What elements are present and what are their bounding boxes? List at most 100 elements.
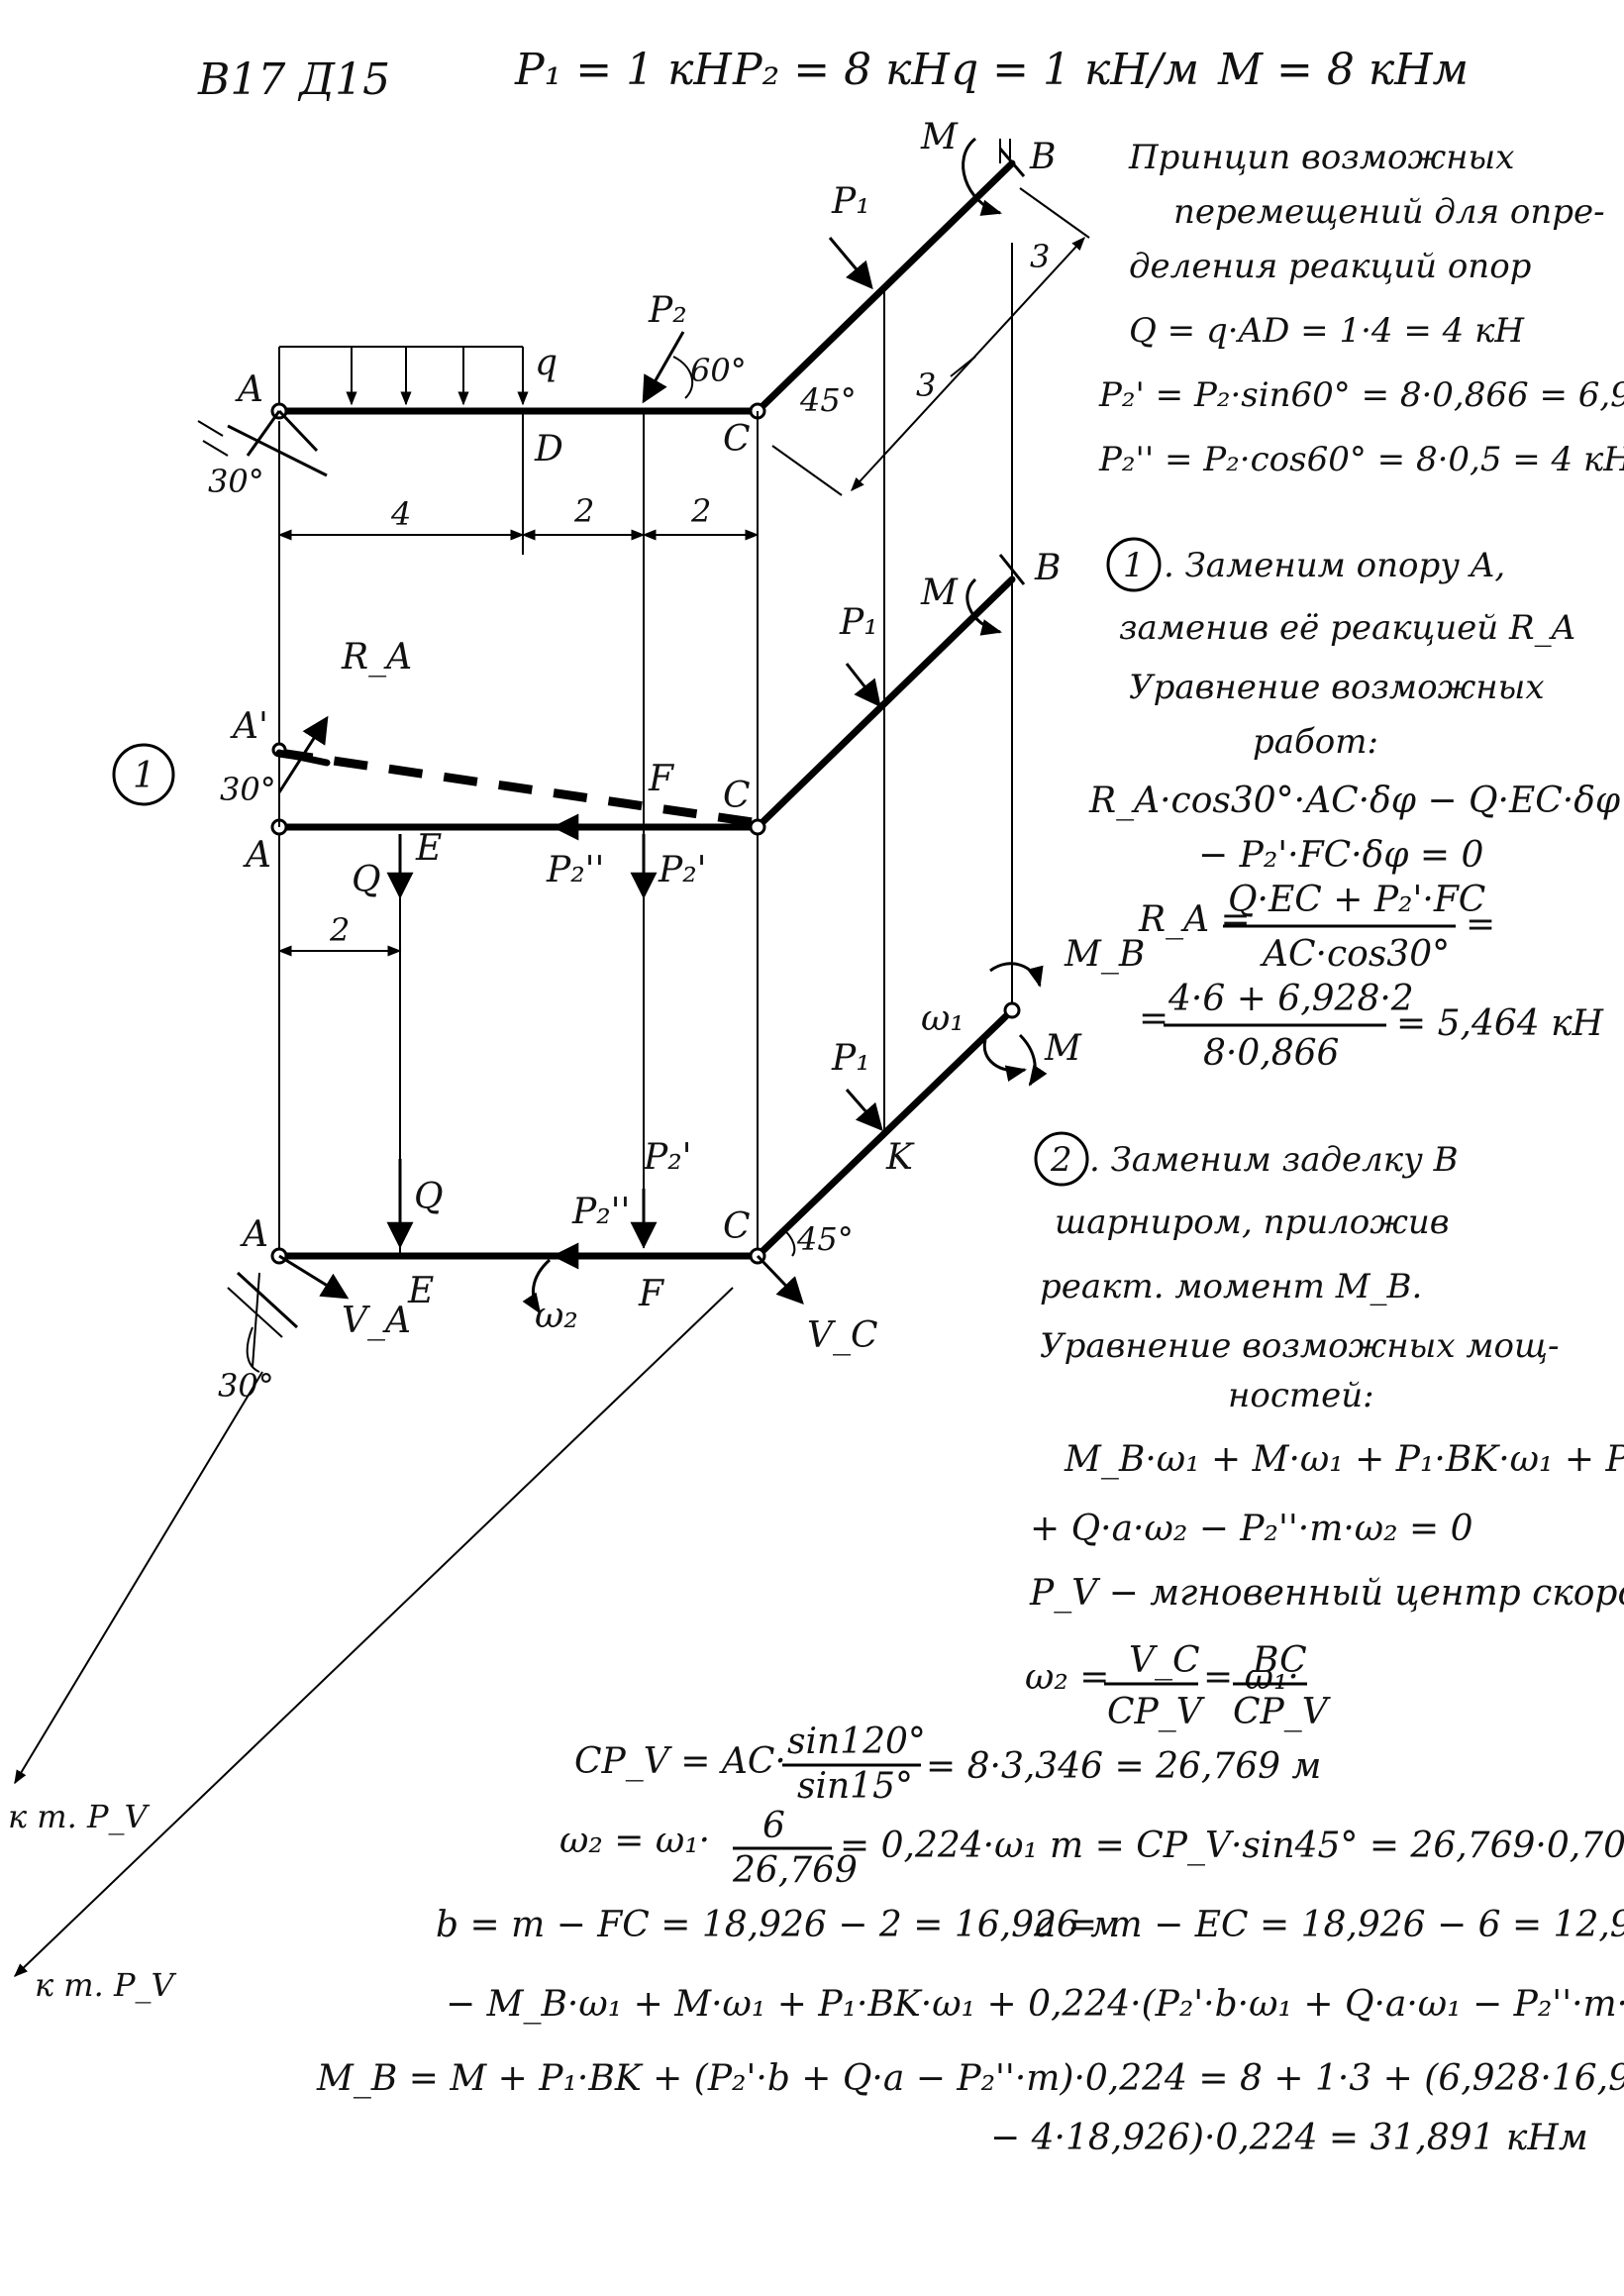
step-1-line-4: работ: <box>1253 722 1378 762</box>
step-1-number: 1 <box>1123 546 1145 585</box>
force-p1-case-2 <box>845 1089 883 1132</box>
w2-numerator: V_C <box>1129 1640 1200 1681</box>
w2-middle: = ω₁· <box>1203 1657 1299 1698</box>
angle-45-label: 45° <box>799 381 857 419</box>
force-p1-case-1 <box>845 663 881 708</box>
a-distance: a = m − EC = 18,926 − 6 = 12,926 м <box>1035 1905 1624 1945</box>
label-f-case-2: F <box>638 1274 665 1314</box>
case-1-number: 1 <box>133 756 155 796</box>
label-p2pp-case-2: P₂'' <box>571 1192 630 1232</box>
w2-ratio-numerator: 6 <box>762 1806 785 1846</box>
step-1-line-3: Уравнение возможных <box>1129 668 1545 707</box>
dim-df: 2 <box>573 492 594 530</box>
label-p2pp-case-1: P₂'' <box>546 850 604 890</box>
step-1-line-2: заменив её реакцией R_A <box>1119 608 1575 648</box>
angle-60-arc <box>672 356 694 399</box>
label-p1-case-2: P₁ <box>831 1038 870 1079</box>
dim-fc: 2 <box>690 492 711 530</box>
line-to-pv-1 <box>14 1371 263 1785</box>
label-w2: ω₂ <box>535 1296 578 1336</box>
support-a: 30° <box>197 409 328 500</box>
m-distance: m = CP_V·sin45° = 26,769·0,707 = 18,926 … <box>1050 1826 1624 1866</box>
step-2-line-3: реакт. момент M_B. <box>1040 1267 1422 1306</box>
work-equation-line-2: − P₂'·FC·δφ = 0 <box>1198 835 1483 876</box>
preliminary-calc: Q = q·AD = 1·4 = 4 кН P₂' = P₂·sin60° = … <box>1098 311 1624 479</box>
step-1-circle <box>1106 537 1162 592</box>
label-a-prime: A' <box>230 706 268 747</box>
label-e-case-1: E <box>415 828 442 869</box>
ra-numeric-numerator: 4·6 + 6,928·2 <box>1167 979 1414 1019</box>
principle-line-1: Принцип возможных <box>1128 138 1514 177</box>
variant-label: В17 Д15 <box>197 54 390 105</box>
cpv-denominator: sin15° <box>797 1766 913 1807</box>
label-c-case-1: C <box>723 776 751 816</box>
label-b-case-1: B <box>1034 548 1061 588</box>
structure-case-1: 1 R_A A' 30° A E F C Q P₂'' P₂' 2 P₁ M <box>112 548 1061 1258</box>
projection-lines <box>278 243 1013 1248</box>
label-a: A <box>235 369 263 410</box>
cpv-numerator: sin120° <box>787 1722 926 1762</box>
label-f-case-1: F <box>648 759 675 799</box>
label-c: C <box>723 419 751 460</box>
label-d: D <box>534 429 563 470</box>
structure-original: q 30° A D C B M P₁ P <box>197 117 1090 555</box>
distributed-load-q: q <box>278 343 558 408</box>
omega-2-arc <box>522 1258 552 1314</box>
step-1-line-1: . Заменим опору A, <box>1164 546 1505 585</box>
cpv-rhs: = 8·3,346 = 26,769 м <box>926 1746 1321 1787</box>
step-2-notes: 2 . Заменим заделку B шарниром, приложив… <box>1025 1131 1624 1732</box>
label-m: M <box>920 117 959 157</box>
step-2-line-5: ностей: <box>1228 1376 1374 1415</box>
omega-1-arc <box>982 1039 1028 1082</box>
principle-line-3: деления реакций опор <box>1129 247 1531 286</box>
w2-ratio-rhs: = 0,224·ω₁ <box>840 1826 1038 1866</box>
beam-cb-case-1 <box>754 575 1016 831</box>
label-m-case-2: M <box>1044 1028 1082 1069</box>
m-given: M = 8 кНм <box>1217 45 1469 95</box>
step-2-line-1: . Заменим заделку B <box>1089 1140 1459 1180</box>
moment-m-case-2 <box>1018 1033 1048 1087</box>
case-1-angle-30: 30° <box>220 771 276 808</box>
principle-line-2: перемещений для опре- <box>1173 192 1605 232</box>
w2-numerator-2: BC <box>1252 1640 1307 1681</box>
label-k: K <box>885 1137 915 1178</box>
step-1-notes: 1 . Заменим опору A, заменив её реакцией… <box>1088 537 1624 1074</box>
label-a-case-2: A <box>240 1214 268 1255</box>
hinge-b-case-2 <box>1003 1001 1021 1019</box>
fixed-support-b <box>998 139 1026 177</box>
dim-ad: 4 <box>390 495 411 533</box>
moment-mb-arc <box>989 962 1044 989</box>
line-to-pv-2 <box>13 1287 734 1977</box>
label-q-case-2: Q <box>414 1177 444 1217</box>
force-p1-arrow <box>828 237 873 290</box>
work-equation-line-1: R_A·cos30°·AC·δφ − Q·EC·δφ − <box>1088 781 1624 821</box>
virtual-displacement-line <box>278 748 754 827</box>
label-p1-case-1: P₁ <box>839 602 878 643</box>
mb-result-line-1: M_B = M + P₁·BK + (P₂'·b + Q·a − P₂''·m)… <box>316 2058 1624 2099</box>
principle-title: Принцип возможных перемещений для опре- … <box>1128 138 1605 286</box>
step-2-line-4: Уравнение возможных мощ- <box>1040 1326 1560 1366</box>
label-a-case-1: A <box>243 835 271 876</box>
label-w1: ω₁ <box>921 998 964 1039</box>
step-2-number: 2 <box>1050 1140 1072 1180</box>
label-mb: M_B <box>1064 934 1145 975</box>
w2-ratio-lhs: ω₂ = ω₁· <box>559 1821 710 1861</box>
w2-ratio-denominator: 26,769 <box>732 1850 858 1891</box>
support-a-angle: 30° <box>208 463 264 500</box>
label-va: V_A <box>342 1301 411 1341</box>
p1-given: P₁ = 1 кН <box>514 45 733 95</box>
p2pp-calc: P₂'' = P₂·cos60° = 8·0,5 = 4 кН <box>1098 440 1624 479</box>
ra-result: = 5,464 кН <box>1396 1003 1604 1044</box>
dim-3-upper: 3 <box>1030 238 1050 275</box>
moment-m-arc <box>962 137 1003 216</box>
ra-formula-lhs: R_A = <box>1138 899 1251 940</box>
structure-case-2: 30° A E F C K V_A V_C 45° Q P₂'' P₂' ω₂ … <box>8 934 1145 2004</box>
pv-definition: P_V − мгновенный центр скоростей <box>1029 1573 1624 1614</box>
q-label: q <box>535 343 558 383</box>
label-b: B <box>1029 137 1056 177</box>
velocity-vc-arrow <box>756 1254 804 1305</box>
power-equation-line-2: + Q·a·ω₂ − P₂''·m·ω₂ = 0 <box>1030 1509 1473 1549</box>
p2p-calc: P₂' = P₂·sin60° = 8·0,866 = 6,928 кН <box>1098 375 1624 415</box>
cpv-lhs: CP_V = AC· <box>574 1741 786 1782</box>
